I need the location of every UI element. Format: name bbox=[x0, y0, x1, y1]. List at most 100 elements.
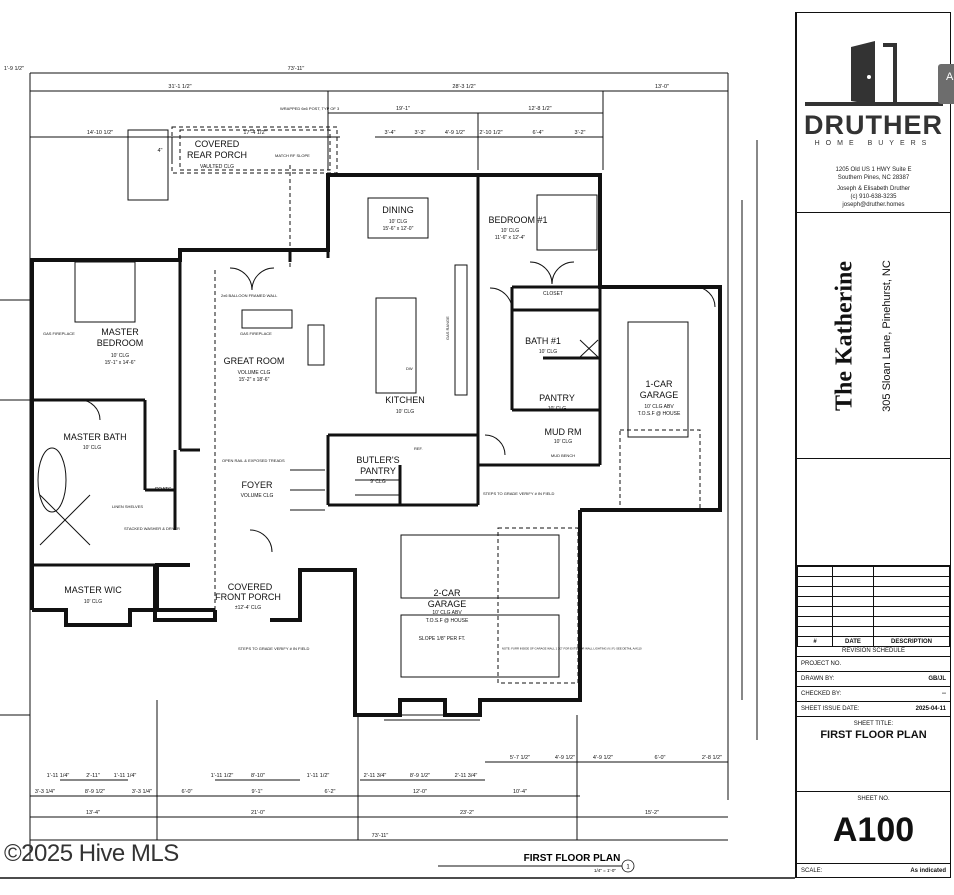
logo-brand: DRUTHER bbox=[804, 110, 943, 140]
room-master-wic: MASTER WIC bbox=[64, 585, 122, 595]
room-clg: VAULTED CLG bbox=[200, 164, 234, 170]
room-labels: COVERED REAR PORCH VAULTED CLG DINING 10… bbox=[63, 139, 681, 642]
dim-label: 73'-11" bbox=[372, 833, 389, 839]
logo-tagline: HOME BUYERS bbox=[814, 140, 933, 147]
dim-label: 6'-2" bbox=[325, 789, 336, 795]
note-wrapped-post: WRAPPED 6x6 POST, TYP OF 3 bbox=[280, 106, 340, 111]
room-note: T.O.S.F @ HOUSE bbox=[638, 411, 681, 417]
drawing-number: 1 bbox=[626, 865, 630, 871]
room-covered-rear-porch-line2: REAR PORCH bbox=[187, 150, 247, 160]
room-clg: 10' CLG bbox=[396, 409, 414, 415]
exterior-walls bbox=[30, 173, 722, 717]
room-clg: VOLUME CLG bbox=[238, 370, 271, 376]
room-clg: 10' CLG bbox=[539, 349, 557, 355]
drawn-by-value: GB/JL bbox=[928, 676, 946, 682]
garage-slope-note: SLOPE 1/8" PER FT. bbox=[419, 636, 466, 642]
note-linen: LINEN SHELVES bbox=[112, 504, 143, 509]
dim-label: 2'-11" bbox=[86, 773, 100, 779]
dim-label: 1'-11 1/2" bbox=[307, 773, 330, 779]
room-pantry: PANTRY bbox=[539, 393, 575, 403]
dim-label: 8'-9 1/2" bbox=[410, 773, 430, 779]
dim-label: 73'-11" bbox=[288, 66, 305, 72]
room-covered-front-porch-line2: FRONT PORCH bbox=[215, 592, 281, 602]
room-great-room: GREAT ROOM bbox=[224, 356, 285, 366]
room-clg: ±12'-4' CLG bbox=[235, 605, 261, 611]
dim-label: 10'-4" bbox=[513, 789, 527, 795]
side-tab[interactable]: A bbox=[938, 64, 954, 104]
fixtures bbox=[37, 129, 689, 721]
room-bedroom-1: BEDROOM #1 bbox=[488, 215, 547, 225]
door-icon bbox=[805, 41, 943, 106]
room-master-bedroom-line2: BEDROOM bbox=[97, 338, 144, 348]
room-mud-rm: MUD RM bbox=[545, 427, 582, 437]
issue-date-row: SHEET ISSUE DATE: 2025-04-11 bbox=[797, 702, 950, 717]
contact-email[interactable]: joseph@druther.homes bbox=[842, 202, 905, 208]
issue-date-label: SHEET ISSUE DATE: bbox=[801, 706, 860, 712]
dim-label: 21'-0" bbox=[251, 810, 265, 816]
dim-label: 3'-4" bbox=[385, 130, 396, 136]
scale-label: SCALE: bbox=[801, 867, 823, 874]
sheet-title-label: SHEET TITLE: bbox=[853, 721, 894, 727]
room-clg: 10' CLG bbox=[501, 228, 519, 234]
room-clg: 10' CLG bbox=[84, 599, 102, 605]
room-covered-front-porch-line1: COVERED bbox=[228, 582, 273, 592]
room-dining: DINING bbox=[382, 205, 414, 215]
drawing-title: FIRST FLOOR PLAN 1/4" = 1'-0" 1 bbox=[438, 853, 635, 873]
scale-value: As indicated bbox=[910, 867, 946, 874]
dim-label: 15'-2" bbox=[645, 810, 659, 816]
door-swings bbox=[79, 261, 716, 553]
revision-schedule-text: REVISION SCHEDULE bbox=[841, 647, 905, 654]
logo-section: DRUTHER HOME BUYERS 1205 Old US 1 HWY Su… bbox=[797, 12, 950, 213]
dim-label: 13'-4" bbox=[86, 810, 100, 816]
note-ref: REF. bbox=[414, 446, 423, 451]
dim-label: 4'-9 1/2" bbox=[593, 755, 613, 761]
dim-label: 31'-1 1/2" bbox=[168, 84, 191, 90]
project-address: 305 Sloan Lane, Pinehurst, NC bbox=[881, 260, 893, 412]
address-line: 1205 Old US 1 HWY Suite E bbox=[835, 167, 912, 173]
dim-label: 12'-8 1/2" bbox=[528, 106, 551, 112]
dim-label: 28'-3 1/2" bbox=[452, 84, 475, 90]
room-master-bath: MASTER BATH bbox=[63, 432, 126, 442]
dim-label: 1'-11 1/4" bbox=[47, 773, 70, 779]
contact-info: Joseph & Elisabeth Druther (c) 910-638-3… bbox=[797, 185, 950, 209]
dim-label: 3'-3 1/4" bbox=[35, 789, 55, 795]
room-size: 15'-1" x 14'-6" bbox=[105, 360, 136, 366]
plan-notes: WRAPPED 6x6 POST, TYP OF 3 MATCH RF SLOP… bbox=[43, 106, 642, 651]
dim-label: 13'-0" bbox=[655, 84, 669, 90]
dim-label: 14'-10 1/2" bbox=[87, 130, 113, 136]
dim-label: 2'-10 1/2" bbox=[479, 130, 502, 136]
sheet-no-label: SHEET NO. bbox=[857, 796, 890, 802]
sheet-no: A100 bbox=[832, 811, 915, 849]
dimension-labels: 73'-11" 31'-1 1/2" 28'-3 1/2" 13'-0" 19'… bbox=[4, 66, 722, 839]
room-closet: CLOSET bbox=[543, 291, 563, 297]
dim-label: 4'-9 1/2" bbox=[445, 130, 465, 136]
room-clg: 10' CLG ABV bbox=[432, 610, 462, 616]
drawn-by-row: DRAWN BY:GB/JL bbox=[797, 672, 950, 687]
note-steps-to-grade: STEPS TO GRADE VERIFY # IN FIELD bbox=[238, 646, 309, 651]
note-match-roof-slope: MATCH RF SLOPE bbox=[275, 153, 310, 158]
room-size: 11'-6" x 12'-4" bbox=[495, 235, 526, 241]
drawing-scale: 1/4" = 1'-0" bbox=[594, 868, 616, 873]
project-name: The Katherine bbox=[831, 261, 858, 411]
dim-label: 2'-11 3/4" bbox=[455, 773, 478, 779]
room-foyer: FOYER bbox=[241, 480, 273, 490]
room-1-car-garage-line1: 1-CAR bbox=[645, 379, 673, 389]
drawing-number-bubble bbox=[621, 859, 635, 873]
room-clg: VOLUME CLG bbox=[241, 493, 274, 499]
dim-label: 2'-11 3/4" bbox=[364, 773, 387, 779]
dim-label: 2'-8 1/2" bbox=[702, 755, 722, 761]
floor-plan-drawing: COVERED REAR PORCH VAULTED CLG DINING 10… bbox=[0, 66, 795, 879]
project-section: The Katherine 305 Sloan Lane, Pinehurst,… bbox=[797, 213, 950, 459]
dim-label: 6'-0" bbox=[182, 789, 193, 795]
address-line: Southern Pines, NC 28387 bbox=[837, 175, 910, 181]
room-clg: 10' CLG bbox=[83, 445, 101, 451]
rev-header-description: DESCRIPTION bbox=[873, 636, 950, 647]
issue-date-value: 2025-04-11 bbox=[915, 706, 946, 712]
dim-label: 6'-0" bbox=[655, 755, 666, 761]
sheet-title-section: SHEET TITLE: FIRST FLOOR PLAN bbox=[797, 717, 950, 792]
room-clg: 10' CLG ABV bbox=[644, 404, 674, 410]
sheet-number-section: SHEET NO. A100 bbox=[797, 792, 950, 864]
dim-label: 1'-11 1/4" bbox=[114, 773, 137, 779]
project-no-label: PROJECT NO. bbox=[801, 661, 842, 667]
contact-name: Joseph & Elisabeth Druther bbox=[836, 186, 911, 192]
